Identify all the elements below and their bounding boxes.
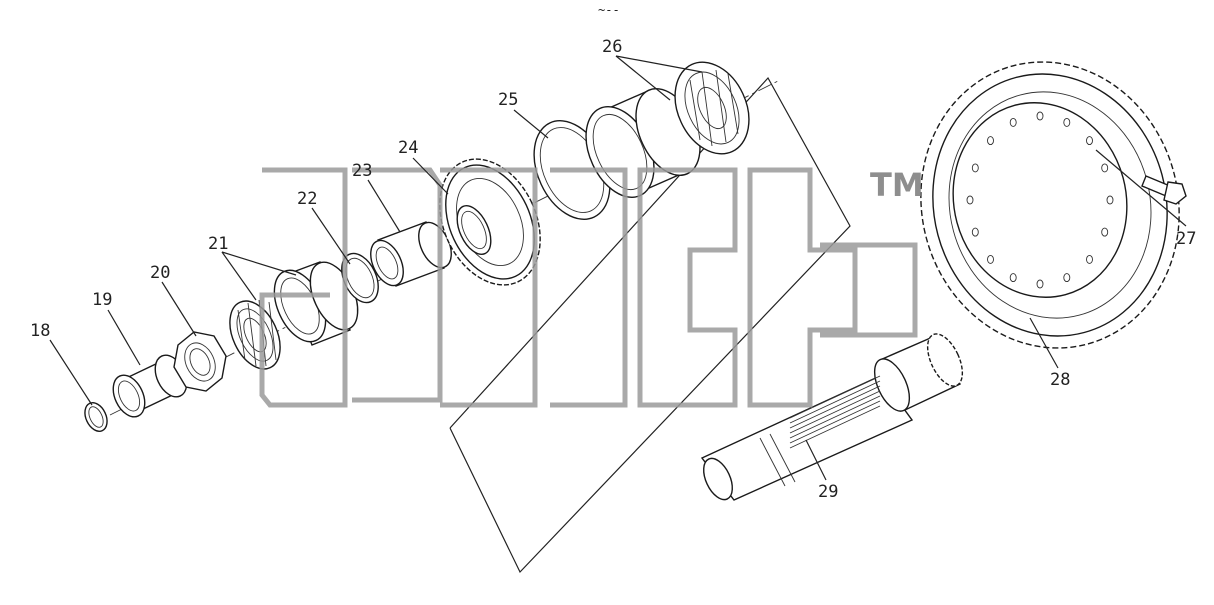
leader-line-28 [1029,317,1059,369]
part-label-25: 25 [498,90,518,110]
bolt-hole [1101,163,1109,173]
pinion-shaft-splines [789,375,881,449]
bolt-hole [1009,117,1017,127]
bearing-21-cup-part [273,261,359,346]
part-label-29: 29 [818,482,838,502]
lock-nut-part [173,331,227,392]
leader-line-21a [221,251,257,301]
leader-line-22 [311,207,351,265]
leader-line-24 [412,157,449,195]
bolt-hole [971,163,979,173]
ring-gear-bolt-holes [966,111,1114,289]
leader-line-27 [1095,149,1187,227]
shaft-spline [789,385,881,429]
bolt-hole [1086,136,1093,146]
part-labels: 18 19 20 21 22 23 24 25 26 27 28 29 [30,37,1196,502]
part-label-27: 27 [1176,229,1196,249]
snap-ring-part [84,402,108,432]
shaft-spline [789,400,881,444]
part-label-24: 24 [398,138,418,158]
leader-line-20 [161,281,197,337]
bolt-hole [966,195,974,205]
leader-line-18 [49,339,93,406]
bolt-hole [1063,117,1071,127]
watermark: TM [259,166,924,408]
part-label-28: 28 [1050,370,1070,390]
bolt-hole [1036,111,1044,121]
watermark-trademark: TM [870,166,924,204]
bolt-hole [1106,195,1114,205]
bolt-part [1141,175,1187,205]
shaft-spline [789,390,881,434]
leader-line-29 [805,439,827,481]
bolt-hole [1086,254,1093,264]
part-label-23: 23 [352,161,372,181]
sleeve-part [370,221,452,287]
leader-line-26b [615,55,703,73]
bolt-hole [1036,279,1044,289]
bolt-hole [987,254,994,264]
leader-line-19 [107,309,141,366]
assembly-outline-box [449,76,851,574]
bolt-hole [1009,273,1017,283]
part-label-26: 26 [602,37,622,57]
leader-line-26a [615,55,671,101]
bevel-ring-gear-part [920,61,1180,349]
part-label-21: 21 [208,234,228,254]
bearing-26-cone-part [674,61,750,155]
bolt-hole [987,136,994,146]
spur-gear-part [439,158,541,286]
leader-line-25 [513,109,549,139]
shaft-spline [789,395,881,439]
part-label-20: 20 [150,263,170,283]
part-label-18: 18 [30,321,50,341]
bolt-hole [1101,227,1109,237]
leader-line-23 [367,179,401,233]
leader-line-21b [221,251,297,276]
shaft-spline [789,375,881,419]
shaft-spline [789,380,881,424]
shaft-spline [789,405,881,449]
bolt-hole [1063,273,1071,283]
needle-bearing-part [112,354,188,418]
part-label-22: 22 [297,189,317,209]
pinion-shaft-part [700,333,964,501]
bolt-hole [971,227,979,237]
top-mark: ~-- [598,3,620,17]
part-label-19: 19 [92,290,112,310]
